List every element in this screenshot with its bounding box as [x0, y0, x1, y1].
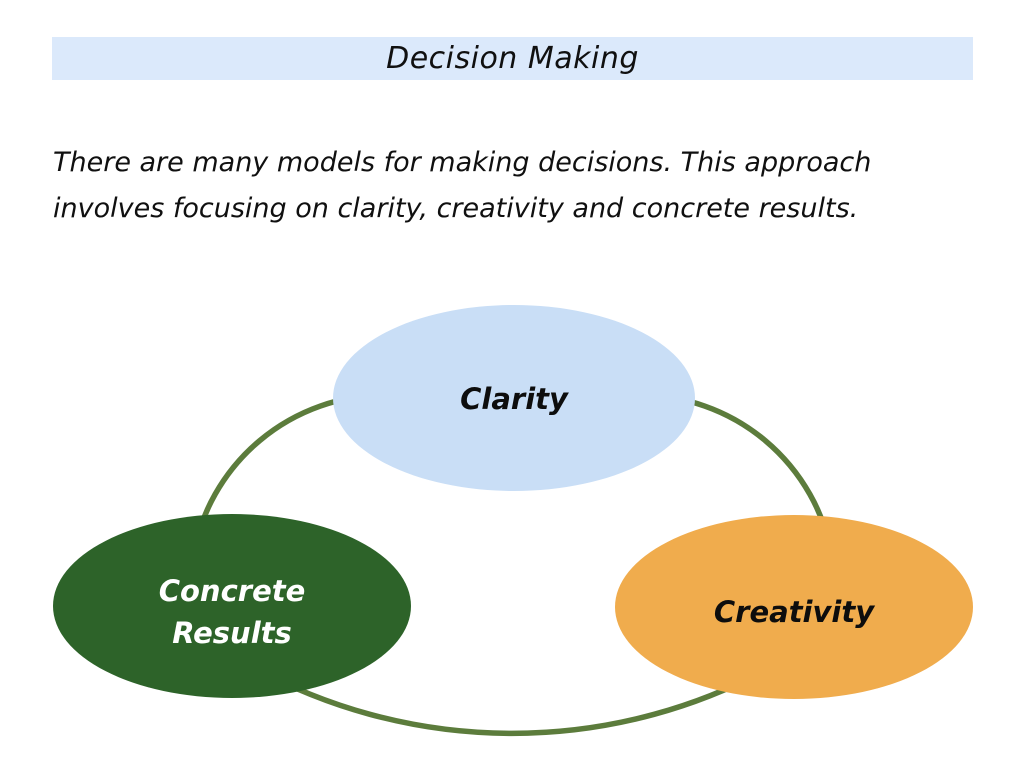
intro-paragraph: There are many models for making decisio… [53, 140, 973, 232]
title-bar: Decision Making [52, 37, 973, 80]
concrete-results-ellipse [53, 514, 411, 698]
concrete-results-label: Concrete Results [158, 574, 306, 650]
connector-arc-bottom [239, 658, 785, 737]
creativity-label: Creativity [713, 595, 875, 629]
creativity-ellipse [615, 515, 973, 699]
page-title: Decision Making [386, 41, 639, 76]
intro-line-2: involves focusing on clarity, creativity… [53, 193, 859, 224]
intro-line-1: There are many models for making decisio… [53, 147, 872, 178]
clarity-label: Clarity [460, 382, 568, 416]
clarity-ellipse [333, 305, 695, 491]
